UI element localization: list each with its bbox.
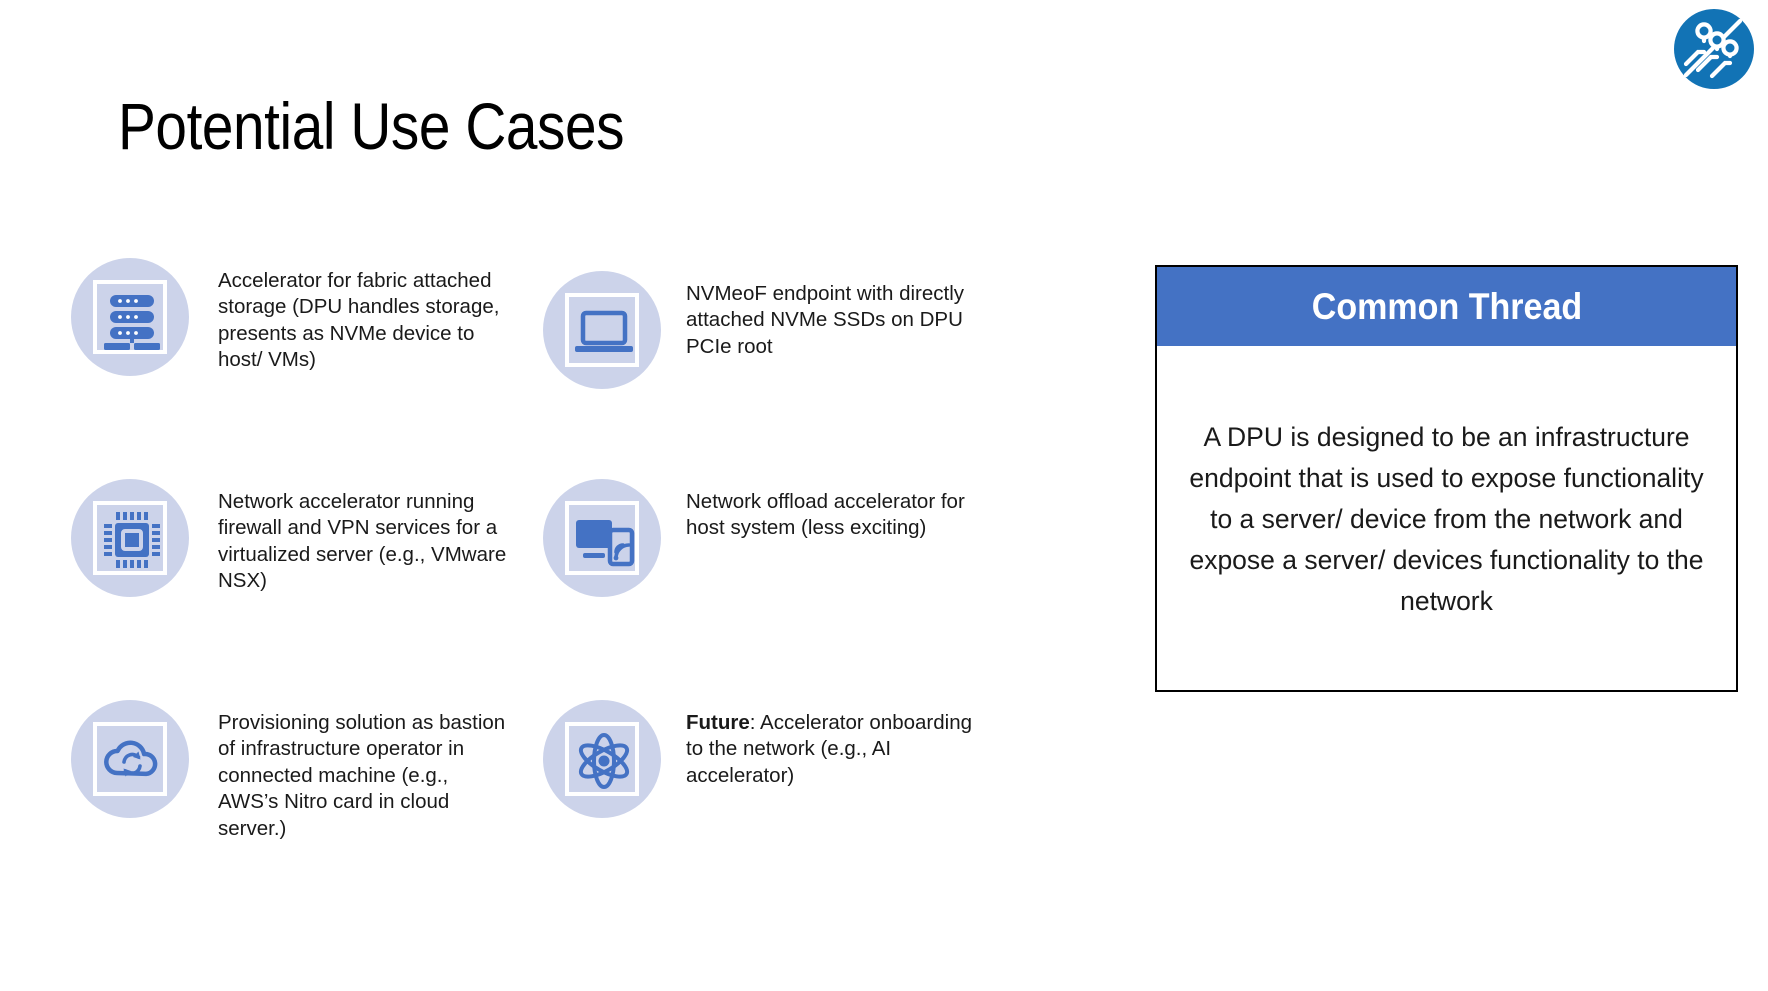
use-case-item: Network offload accelerator for host sys… — [543, 479, 976, 597]
use-case-text: Accelerator for fabric attached storage … — [218, 269, 500, 372]
use-case-text: Provisioning solution as bastion of infr… — [218, 711, 506, 840]
use-case-text: Future: Accelerator onboarding to the ne… — [686, 700, 976, 789]
use-case-item: Provisioning solution as bastion of infr… — [71, 700, 508, 842]
icon-badge — [71, 479, 189, 597]
common-thread-header: Common Thread — [1157, 267, 1736, 346]
common-thread-text: A DPU is designed to be an infrastructur… — [1189, 421, 1704, 616]
use-case-item: Accelerator for fabric attached storage … — [71, 258, 508, 376]
use-case-text-emphasis: Future — [686, 711, 750, 734]
cpu-chip-icon — [93, 501, 167, 575]
laptop-icon — [565, 293, 639, 367]
wireless-devices-icon — [565, 501, 639, 575]
use-case-item: Network accelerator running firewall and… — [71, 479, 508, 597]
icon-badge — [543, 479, 661, 597]
use-case-text: NVMeoF endpoint with directly attached N… — [686, 282, 965, 358]
common-thread-title: Common Thread — [1311, 285, 1582, 327]
icon-badge — [543, 700, 661, 818]
icon-badge — [71, 258, 189, 376]
use-case-item: Future: Accelerator onboarding to the ne… — [543, 700, 976, 818]
server-storage-icon — [93, 280, 167, 354]
ocp-circuit-logo — [1673, 8, 1755, 90]
common-thread-card: Common Thread A DPU is designed to be an… — [1155, 265, 1738, 692]
use-case-text-rest: : Accelerator onboarding to the network … — [686, 711, 973, 787]
page-title: Potential Use Cases — [118, 89, 625, 163]
use-case-text: Network accelerator running firewall and… — [218, 490, 507, 593]
icon-badge — [543, 271, 661, 389]
use-case-item: NVMeoF endpoint with directly attached N… — [543, 271, 976, 389]
common-thread-body: A DPU is designed to be an infrastructur… — [1157, 346, 1736, 692]
icon-badge — [71, 700, 189, 818]
use-case-grid: Accelerator for fabric attached storage … — [71, 258, 976, 842]
cloud-sync-icon — [93, 722, 167, 796]
use-case-text: Network offload accelerator for host sys… — [686, 490, 965, 540]
atom-ai-icon — [565, 722, 639, 796]
